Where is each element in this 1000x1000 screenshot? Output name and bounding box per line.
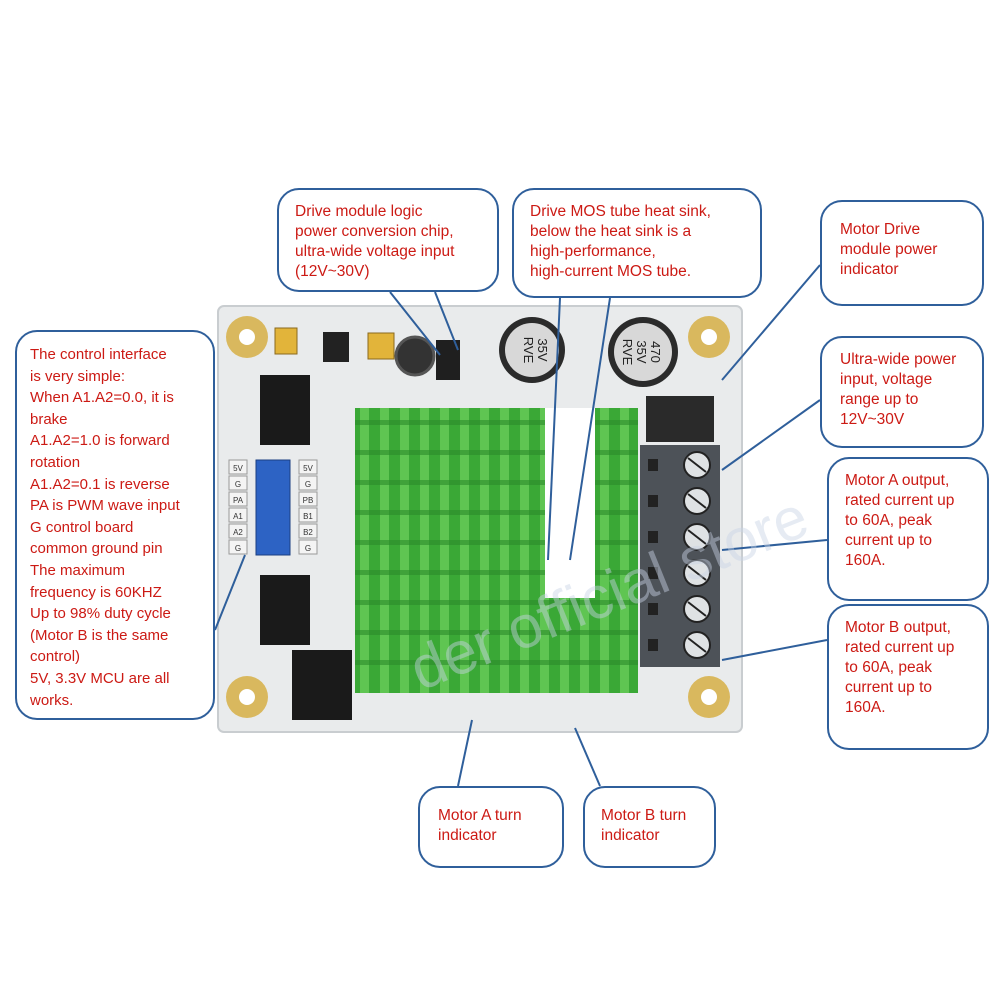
heat-sink-groove xyxy=(355,630,638,635)
heat-sink-fin xyxy=(380,408,389,693)
pin-label: 5V xyxy=(233,464,243,473)
screw-slot xyxy=(687,637,707,653)
callout-motor-a-output: Motor A output, rated current up to 60A,… xyxy=(827,457,989,601)
heat-sink-fin xyxy=(600,408,609,693)
pin-label: G xyxy=(235,480,241,489)
screw-slot xyxy=(687,493,707,509)
pin-label: A2 xyxy=(233,528,243,537)
terminal-slot xyxy=(648,603,658,615)
callout-motor-b-turn-indicator: Motor B turn indicator xyxy=(583,786,716,868)
heat-sink-fin xyxy=(440,408,449,693)
pin-label-box xyxy=(298,523,318,539)
heat-sink-fin xyxy=(360,408,369,693)
heat-sink-fin xyxy=(400,408,409,693)
pin-label-box xyxy=(298,459,318,475)
tantalum-capacitor xyxy=(367,332,395,360)
power-jack xyxy=(646,396,714,442)
heat-sink-groove xyxy=(355,660,638,665)
pin-label: G xyxy=(305,544,311,553)
heat-sink-fin xyxy=(540,408,549,693)
terminal-slot xyxy=(648,639,658,651)
pin-label: 5V xyxy=(303,464,313,473)
heat-sink-fin xyxy=(620,408,629,693)
capacitor-right: 47035VRVE xyxy=(608,317,678,387)
mounting-hole xyxy=(688,316,730,358)
capacitor-left: 35VRVE xyxy=(499,317,565,383)
pin-label: G xyxy=(235,544,241,553)
screw-slot xyxy=(687,601,707,617)
svg-text:35VRVE: 35VRVE xyxy=(521,337,550,364)
mounting-hole xyxy=(226,676,268,718)
pin-label: PA xyxy=(233,496,244,505)
pin-label-box xyxy=(228,491,248,507)
pin-label-box xyxy=(298,507,318,523)
pin-label-box xyxy=(298,491,318,507)
mounting-hole xyxy=(226,316,268,358)
callout-control-interface: The control interface is very simple: Wh… xyxy=(15,330,215,720)
pin-label-box xyxy=(228,507,248,523)
terminal-block xyxy=(640,445,720,667)
callout-mos-heat-sink: Drive MOS tube heat sink, below the heat… xyxy=(512,188,762,298)
inductor xyxy=(394,335,436,377)
callout-logic-power-chip: Drive module logic power conversion chip… xyxy=(277,188,499,292)
callout-power-input: Ultra-wide power input, voltage range up… xyxy=(820,336,984,448)
heat-sink-groove xyxy=(355,540,638,545)
screw-slot xyxy=(687,529,707,545)
heat-sink-groove xyxy=(355,570,638,575)
heat-sink-fin xyxy=(460,408,469,693)
heat-sink-fin xyxy=(520,408,529,693)
heat-sink-groove xyxy=(355,420,638,425)
control-header[interactable] xyxy=(255,459,291,556)
callout-motor-b-output: Motor B output, rated current up to 60A,… xyxy=(827,604,989,750)
heat-sink-groove xyxy=(355,450,638,455)
terminal-slot xyxy=(648,567,658,579)
ic-chip-bottom xyxy=(260,575,310,645)
callout-motor-a-turn-indicator: Motor A turn indicator xyxy=(418,786,564,868)
pin-label: G xyxy=(305,480,311,489)
tantalum-capacitor xyxy=(274,327,298,355)
callout-power-indicator: Motor Drive module power indicator xyxy=(820,200,984,306)
heat-sink-fin xyxy=(500,408,509,693)
terminal-slot xyxy=(648,459,658,471)
svg-text:47035VRVE: 47035VRVE xyxy=(620,339,663,366)
pin-label: B2 xyxy=(303,528,313,537)
mounting-hole xyxy=(688,676,730,718)
terminal-slot xyxy=(648,531,658,543)
heat-sink-groove xyxy=(355,600,638,605)
pin-label: A1 xyxy=(233,512,243,521)
heat-sink-groove xyxy=(355,480,638,485)
logic-power-chip xyxy=(323,332,349,362)
heat-sink-groove xyxy=(355,510,638,515)
heat-sink xyxy=(355,408,638,693)
ic-chip-lower xyxy=(292,650,352,720)
screw-slot xyxy=(687,457,707,473)
pin-label-box xyxy=(228,459,248,475)
ic-chip-top xyxy=(260,375,310,445)
pin-label: PB xyxy=(303,496,314,505)
callout-pointers xyxy=(214,264,828,787)
heat-sink-fin xyxy=(480,408,489,693)
heat-sink-fin xyxy=(420,408,429,693)
pin-label-box xyxy=(298,539,318,555)
pin-label-box xyxy=(228,539,248,555)
pin-label-box xyxy=(298,475,318,491)
screw-slot xyxy=(687,565,707,581)
pin-label-box xyxy=(228,475,248,491)
pin-label: B1 xyxy=(303,512,313,521)
pin-label-box xyxy=(228,523,248,539)
terminal-slot xyxy=(648,495,658,507)
